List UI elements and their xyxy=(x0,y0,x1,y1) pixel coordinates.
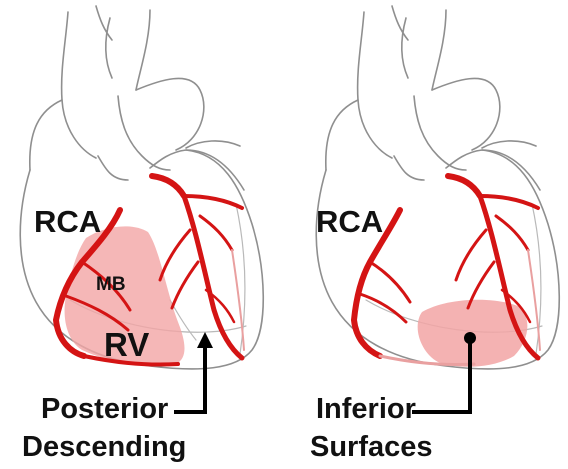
right-caption-line1: Inferior xyxy=(316,393,416,425)
right-great-vessels xyxy=(326,6,536,180)
left-rv-label: RV xyxy=(104,326,149,363)
right-pointer-dot xyxy=(464,332,476,344)
left-rca-label: RCA xyxy=(34,204,101,239)
right-heart-panel: RCA Inferior Surfaces xyxy=(310,6,559,463)
left-caption-line1: Posterior xyxy=(41,393,168,425)
left-great-vessels xyxy=(30,6,240,180)
left-heart-panel: RCA MB RV Posterior Descending xyxy=(20,6,263,463)
left-mb-label: MB xyxy=(96,274,126,295)
left-caption-line2: Descending xyxy=(22,431,186,463)
right-caption-line2: Surfaces xyxy=(310,431,433,463)
right-rca-label: RCA xyxy=(316,204,383,239)
left-pointer-arrowhead xyxy=(197,332,213,348)
